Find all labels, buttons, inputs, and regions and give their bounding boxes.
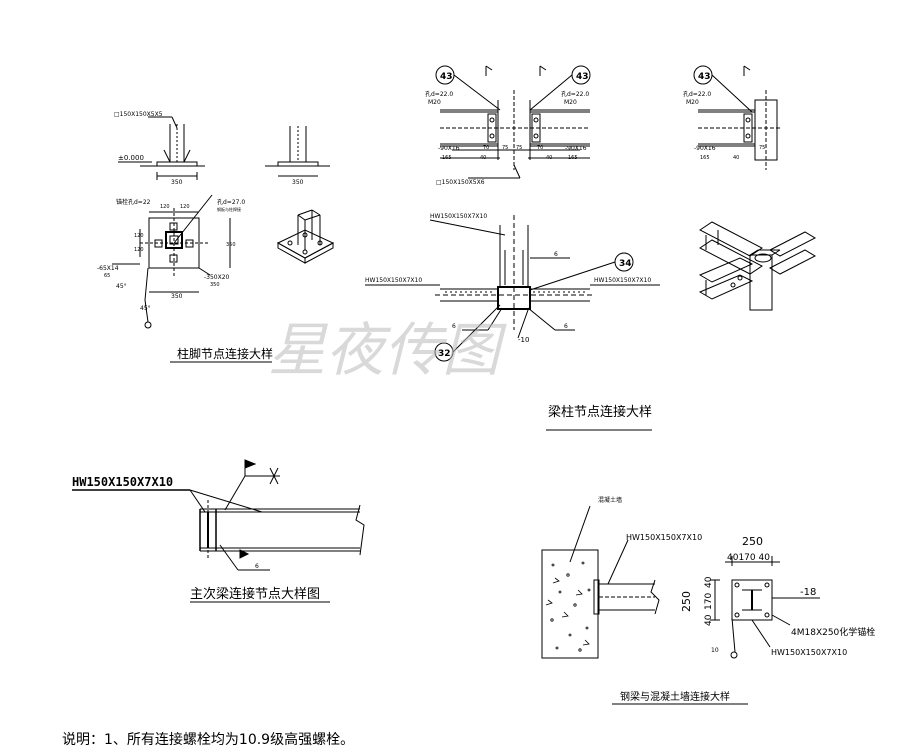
wall-weld-10: 10 xyxy=(711,647,719,654)
base-tube-label: □150X150X5X5 xyxy=(114,111,163,118)
bc-plate-left: -90X16 xyxy=(438,145,460,152)
bc-m20-right: M20 xyxy=(564,99,577,106)
wall-concrete-label: 混凝土墙 xyxy=(598,496,622,504)
bc-dim-165-edge: 165 xyxy=(700,155,710,161)
base-elevation-front xyxy=(118,116,205,180)
bc-tag-32: 32 xyxy=(438,349,451,359)
base-width-dim-side: 350 xyxy=(292,179,304,186)
bc-hw-right: HW150X150X7X10 xyxy=(594,277,651,284)
wall-hw-label: HW150X150X7X10 xyxy=(626,533,702,542)
base-width-dim: 350 xyxy=(171,179,183,186)
wall-dim-40170: 40170 40 xyxy=(727,553,770,563)
bc-tag-43b: 43 xyxy=(576,72,589,82)
bc-title: 梁柱节点连接大样 xyxy=(548,404,652,420)
base-hole-d: 孔d=27.0 xyxy=(217,198,245,206)
wall-hw2-label: HW150X150X7X10 xyxy=(771,648,847,657)
bc-tag-34: 34 xyxy=(619,259,632,269)
bc-hw-left: HW150X150X7X10 xyxy=(365,277,422,284)
note-text: 说明：1、所有连接螺栓均为10.9级高强螺栓。 xyxy=(62,731,354,748)
bc-dim-40-edge: 40 xyxy=(733,155,739,161)
concrete-hatch xyxy=(545,561,591,652)
base-dim-120a: 120 xyxy=(160,204,170,210)
bc-elevation-edge xyxy=(693,65,780,170)
base-angle-1: 45° xyxy=(116,283,127,290)
base-plate-w: 350 xyxy=(210,282,220,288)
sec-weld-6: 6 xyxy=(255,563,259,570)
wall-anchor: 4M18X250化学锚栓 xyxy=(791,626,875,638)
watermark: 星夜传图 xyxy=(268,316,507,384)
bc-dim-70-left: 70 xyxy=(483,145,489,151)
bc-m20-left: M20 xyxy=(428,99,441,106)
bc-hole-edge: 孔d=22.0 xyxy=(683,90,711,98)
base-dim-120d: 120 xyxy=(134,247,144,253)
bc-weld-6c: 6 xyxy=(564,323,568,330)
sec-hw-label: HW150X150X7X10 xyxy=(72,475,173,489)
bc-tube-label: □150X150X5X6 xyxy=(436,179,485,186)
base-plan xyxy=(112,194,231,329)
base-angle-2: 45° xyxy=(140,305,151,312)
bc-dim-75b: 75 xyxy=(516,145,522,151)
bc-plan xyxy=(365,215,660,362)
bc-tag-43a: 43 xyxy=(440,72,453,82)
secondary-beam-drawing xyxy=(72,459,365,603)
bc-isometric-view xyxy=(698,221,817,311)
base-dim-350-side: 350 xyxy=(226,242,236,248)
base-elevation-mark: ±0.000 xyxy=(118,154,144,162)
base-hole-note: 钢板与柱焊接 xyxy=(217,206,241,212)
bc-hw-top: HW150X150X7X10 xyxy=(430,213,487,220)
bc-dim-75c: 75 xyxy=(759,145,765,151)
base-bottom-dim: 350 xyxy=(171,293,183,300)
bc-dim-40-left: 40 xyxy=(480,155,486,161)
wall-dim-v40b: 40 xyxy=(704,614,714,626)
base-stiff: -65X14 xyxy=(97,265,119,272)
bc-dim-75: 75 xyxy=(502,145,508,151)
wall-title: 钢梁与混凝土墙连接大样 xyxy=(620,690,730,703)
bc-hole-left: 孔d=22.0 xyxy=(425,90,453,98)
bc-tag-43c: 43 xyxy=(698,72,711,82)
wall-connection-drawing xyxy=(541,505,820,705)
base-stiff-w: 65 xyxy=(104,273,110,279)
bc-weld-6a: 6 xyxy=(554,251,558,258)
bc-dim-165-left: 165 xyxy=(442,155,452,161)
bc-plate-10: -10 xyxy=(518,336,529,344)
base-dim-120c: 120 xyxy=(134,233,144,239)
bc-dim-70-right: 70 xyxy=(537,145,543,151)
wall-dim-250: 250 xyxy=(742,535,763,548)
base-title: 柱脚节点连接大样 xyxy=(177,346,273,361)
bc-weld-6b: 6 xyxy=(452,323,456,330)
bc-dim-165-right: 165 xyxy=(568,155,578,161)
base-isometric-view xyxy=(276,209,335,264)
bc-plate-edge: -90X16 xyxy=(694,145,716,152)
base-elevation-side xyxy=(265,126,330,177)
base-plate: -350X20 xyxy=(204,274,230,281)
wall-dim-v170: 170 xyxy=(704,593,714,610)
wall-dim-v250: 250 xyxy=(680,591,693,612)
bc-m20-edge: M20 xyxy=(686,99,699,106)
bc-dim-40-right: 40 xyxy=(546,155,552,161)
wall-plate-18: -18 xyxy=(800,587,816,598)
bc-elevation xyxy=(435,65,591,179)
wall-dim-v40a: 40 xyxy=(704,576,714,588)
sec-title: 主次梁连接节点大样图 xyxy=(190,586,320,602)
bc-plate-right: -90X16 xyxy=(565,145,587,152)
base-bolt-hole: 锚栓孔d=22 xyxy=(116,198,151,206)
base-dim-120b: 120 xyxy=(180,204,190,210)
bc-hole-right: 孔d=22.0 xyxy=(561,90,589,98)
